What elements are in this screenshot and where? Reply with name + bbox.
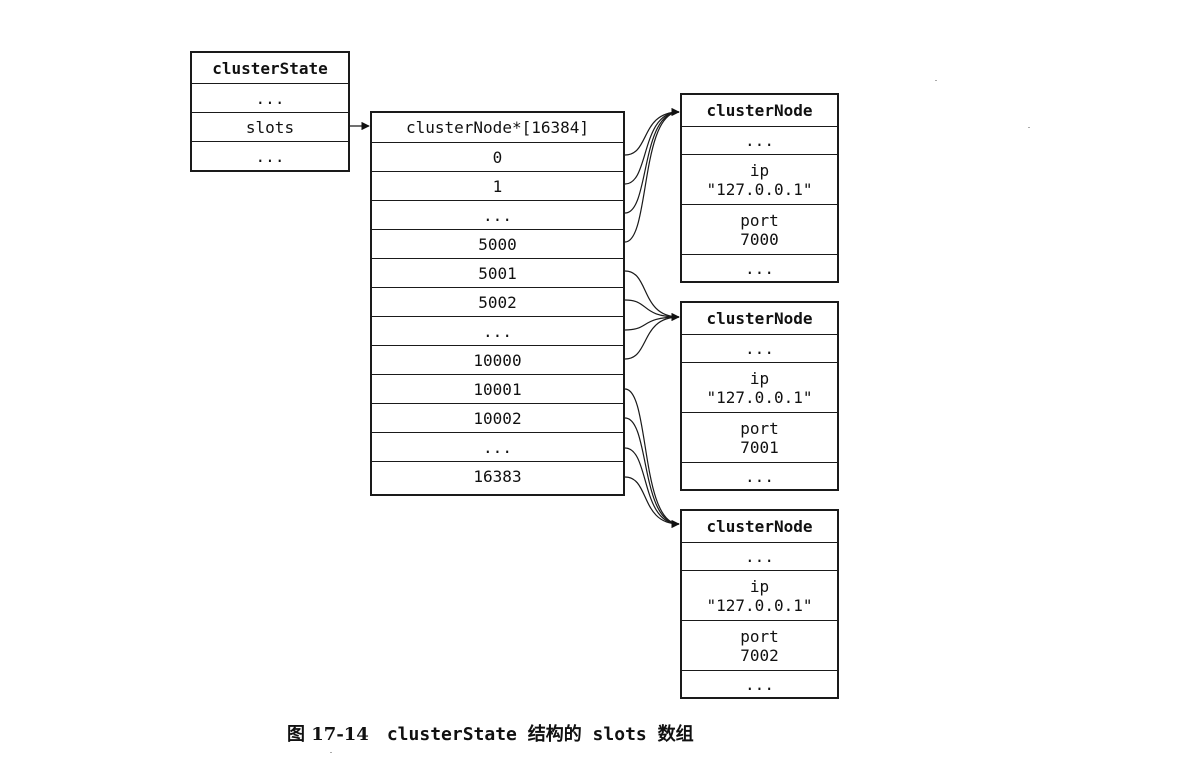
port-label: port: [740, 626, 779, 646]
cluster-state-slots-field: slots: [192, 112, 348, 141]
cluster-node-port-field: port 7002: [682, 620, 837, 670]
slot-entry: 10002: [372, 403, 623, 432]
slot-to-node-link: [624, 316, 680, 331]
slot-entry: 10001: [372, 374, 623, 403]
cluster-node-port-field: port 7000: [682, 204, 837, 254]
slot-entry: ...: [372, 432, 623, 461]
cluster-node-field: ...: [682, 334, 837, 362]
slot-to-node-link: [624, 388, 680, 525]
scan-speck: [935, 80, 937, 81]
slot-entry: 5000: [372, 229, 623, 258]
ip-label: ip: [749, 576, 770, 596]
slot-to-node-link: [624, 111, 680, 214]
slot-entry: ...: [372, 316, 623, 345]
slot-entry: ...: [372, 200, 623, 229]
ip-value: "127.0.0.1": [706, 595, 813, 615]
cluster-node-7001: clusterNode ... ip "127.0.0.1" port 7001…: [680, 301, 839, 491]
cluster-state-field: ...: [192, 83, 348, 112]
cluster-node-ip-field: ip "127.0.0.1": [682, 362, 837, 412]
slot-to-node-link: [624, 312, 680, 360]
ip-label: ip: [749, 160, 770, 180]
slots-array: clusterNode*[16384] 0 1 ... 5000 5001 50…: [370, 111, 625, 496]
slot-to-node-link: [624, 476, 680, 529]
cluster-node-title: clusterNode: [706, 101, 813, 120]
ip-label: ip: [749, 368, 770, 388]
slot-entry: 10000: [372, 345, 623, 374]
cluster-state-field: ...: [192, 141, 348, 170]
cluster-node-title: clusterNode: [706, 517, 813, 536]
cluster-node-field: ...: [682, 542, 837, 570]
slot-to-node-link: [624, 447, 680, 525]
port-value: 7002: [740, 645, 779, 665]
port-value: 7001: [740, 437, 779, 457]
slot-to-node-link: [624, 299, 680, 318]
slot-to-node-link: [624, 107, 680, 243]
ip-value: "127.0.0.1": [706, 387, 813, 407]
figure-number: 图 17-14: [287, 724, 369, 745]
port-label: port: [740, 418, 779, 438]
slot-to-node-link: [624, 417, 680, 525]
slot-entry: 5001: [372, 258, 623, 287]
slot-to-node-link: [624, 270, 680, 318]
port-label: port: [740, 210, 779, 230]
slot-entry: 16383: [372, 461, 623, 490]
cluster-node-field: ...: [682, 126, 837, 154]
cluster-node-title: clusterNode: [706, 309, 813, 328]
cluster-node-7002: clusterNode ... ip "127.0.0.1" port 7002…: [680, 509, 839, 699]
slot-entry: 0: [372, 142, 623, 171]
slot-entry: 1: [372, 171, 623, 200]
port-value: 7000: [740, 229, 779, 249]
cluster-node-port-field: port 7001: [682, 412, 837, 462]
cluster-node-7000: clusterNode ... ip "127.0.0.1" port 7000…: [680, 93, 839, 283]
figure-caption: 图 17-14 clusterState 结构的 slots 数组: [287, 720, 694, 746]
slot-entry: 5002: [372, 287, 623, 316]
cluster-state-title: clusterState: [212, 58, 328, 78]
cluster-node-ip-field: ip "127.0.0.1": [682, 570, 837, 620]
slot-to-node-link: [624, 111, 680, 156]
slots-array-title: clusterNode*[16384]: [405, 118, 590, 137]
ip-value: "127.0.0.1": [706, 179, 813, 199]
slot-to-node-link: [624, 111, 680, 185]
scan-speck: [1028, 127, 1030, 128]
scan-speck: [330, 752, 332, 753]
cluster-node-ip-field: ip "127.0.0.1": [682, 154, 837, 204]
cluster-node-field: ...: [682, 462, 837, 489]
cluster-node-field: ...: [682, 670, 837, 697]
cluster-state-struct: clusterState ... slots ...: [190, 51, 350, 172]
cluster-node-field: ...: [682, 254, 837, 281]
figure-title: clusterState 结构的 slots 数组: [386, 724, 694, 745]
